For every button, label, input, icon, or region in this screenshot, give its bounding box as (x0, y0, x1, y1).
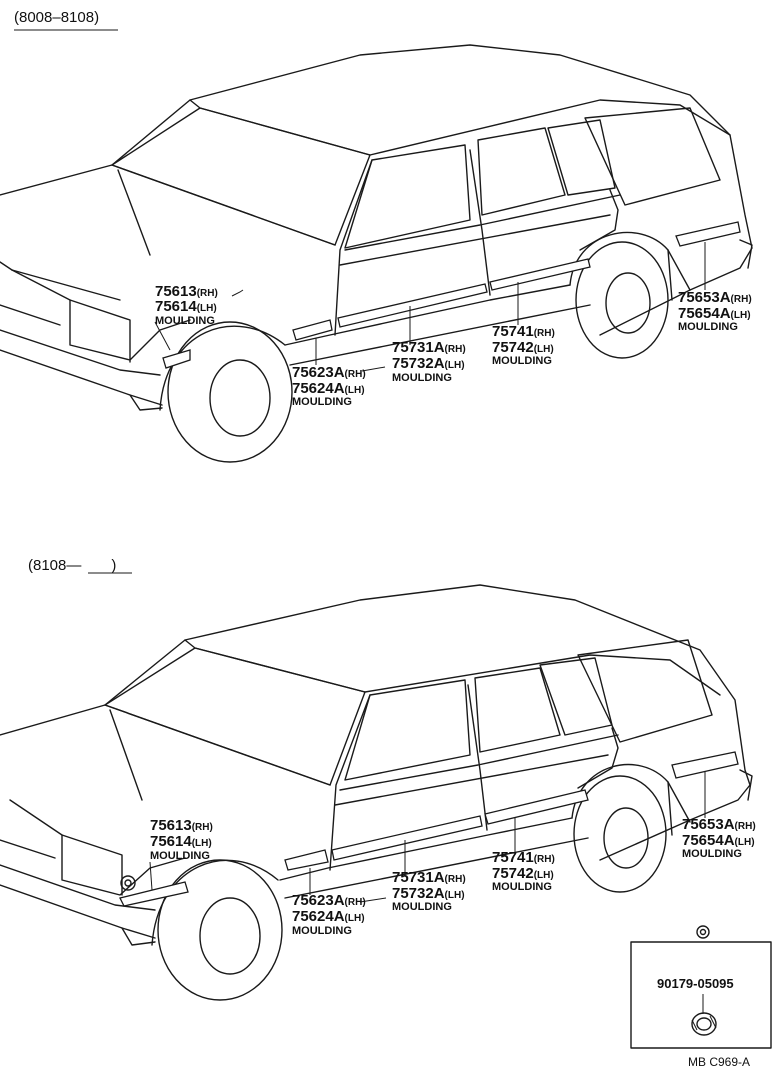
svg-text:75614(LH): 75614(LH) (155, 298, 217, 315)
svg-text:75741(RH): 75741(RH) (492, 849, 555, 866)
svg-text:MOULDING: MOULDING (150, 850, 210, 862)
svg-text:75731A(RH): 75731A(RH) (392, 339, 466, 356)
svg-text:75732A(LH): 75732A(LH) (392, 885, 465, 902)
label-front-fender-upper: 75613(RH) 75614(LH) MOULDING (155, 283, 218, 327)
clip-part-number: 90179-05095 (657, 976, 734, 991)
label-quarter-lower: 75653A(RH) 75654A(LH) MOULDING (682, 816, 756, 860)
svg-text:75653A(RH): 75653A(RH) (682, 816, 756, 833)
svg-text:MOULDING: MOULDING (682, 848, 742, 860)
period-label-upper: (8008–8108) (14, 9, 99, 26)
svg-text:75742(LH): 75742(LH) (492, 865, 554, 882)
moulding-quarter-upper (675, 221, 741, 247)
leaders-lower (149, 772, 706, 903)
svg-text:75731A(RH): 75731A(RH) (392, 869, 466, 886)
moulding-front-fender-upper (162, 349, 191, 369)
label-rear-door-upper: 75741(RH) 75742(LH) MOULDING (492, 323, 555, 367)
svg-text:75623A(RH): 75623A(RH) (292, 892, 366, 909)
svg-text:75623A(RH): 75623A(RH) (292, 364, 366, 381)
moulding-front-door-fwd-lower (284, 849, 329, 871)
label-quarter-upper: 75653A(RH) 75654A(LH) MOULDING (678, 289, 752, 333)
svg-text:75742(LH): 75742(LH) (492, 339, 554, 356)
moulding-front-door-fwd-upper (292, 319, 333, 341)
diagram-lower: (8108— ) (0, 557, 756, 1001)
clip-icon-large (691, 1012, 717, 1036)
diagram-upper: (8008–8108) (0, 9, 753, 463)
label-rear-door-lower: 75741(RH) 75742(LH) MOULDING (492, 849, 555, 893)
svg-text:MOULDING: MOULDING (678, 321, 738, 333)
moulding-front-door-upper (337, 283, 488, 328)
svg-text:75613(RH): 75613(RH) (150, 817, 213, 834)
label-front-door-fwd-upper: 75623A(RH) 75624A(LH) MOULDING (292, 364, 366, 408)
moulding-quarter-lower (671, 751, 739, 779)
label-front-door-upper: 75731A(RH) 75732A(LH) MOULDING (392, 339, 466, 384)
svg-text:75614(LH): 75614(LH) (150, 833, 212, 850)
label-front-door-fwd-lower: 75623A(RH) 75624A(LH) MOULDING (292, 892, 366, 937)
svg-text:75624A(LH): 75624A(LH) (292, 380, 365, 397)
svg-text:MOULDING: MOULDING (392, 372, 452, 384)
svg-text:MOULDING: MOULDING (155, 315, 215, 327)
svg-text:MOULDING: MOULDING (292, 925, 352, 937)
svg-text:75654A(LH): 75654A(LH) (678, 305, 751, 322)
svg-text:75654A(LH): 75654A(LH) (682, 832, 755, 849)
moulding-rear-door-lower (484, 789, 589, 825)
clip-detail: 90179-05095 (630, 925, 772, 1049)
clip-detail-box (630, 941, 772, 1049)
svg-text:75624A(LH): 75624A(LH) (292, 908, 365, 925)
clip-icon-small (696, 925, 710, 939)
svg-text:MOULDING: MOULDING (292, 396, 352, 408)
period-label-lower: (8108— ) (28, 557, 116, 574)
mouldings-lower (119, 751, 739, 907)
svg-text:MOULDING: MOULDING (492, 355, 552, 367)
moulding-rear-door-upper (489, 258, 591, 291)
svg-text:75613(RH): 75613(RH) (155, 283, 218, 300)
svg-text:75732A(LH): 75732A(LH) (392, 355, 465, 372)
mouldings-upper (162, 221, 741, 369)
svg-text:MOULDING: MOULDING (492, 881, 552, 893)
label-front-door-lower: 75731A(RH) 75732A(LH) MOULDING (392, 869, 466, 913)
svg-text:75741(RH): 75741(RH) (492, 323, 555, 340)
car-outline-upper (0, 44, 753, 463)
moulding-front-door-lower (331, 815, 483, 861)
label-front-fender-lower: 75613(RH) 75614(LH) MOULDING (150, 817, 213, 862)
car-outline-lower (0, 584, 753, 1001)
leaders-upper (154, 242, 706, 372)
moulding-front-fender-lower (119, 881, 189, 907)
svg-text:75653A(RH): 75653A(RH) (678, 289, 752, 306)
diagram-code: MB C969-A (688, 1055, 750, 1069)
svg-text:MOULDING: MOULDING (392, 901, 452, 913)
